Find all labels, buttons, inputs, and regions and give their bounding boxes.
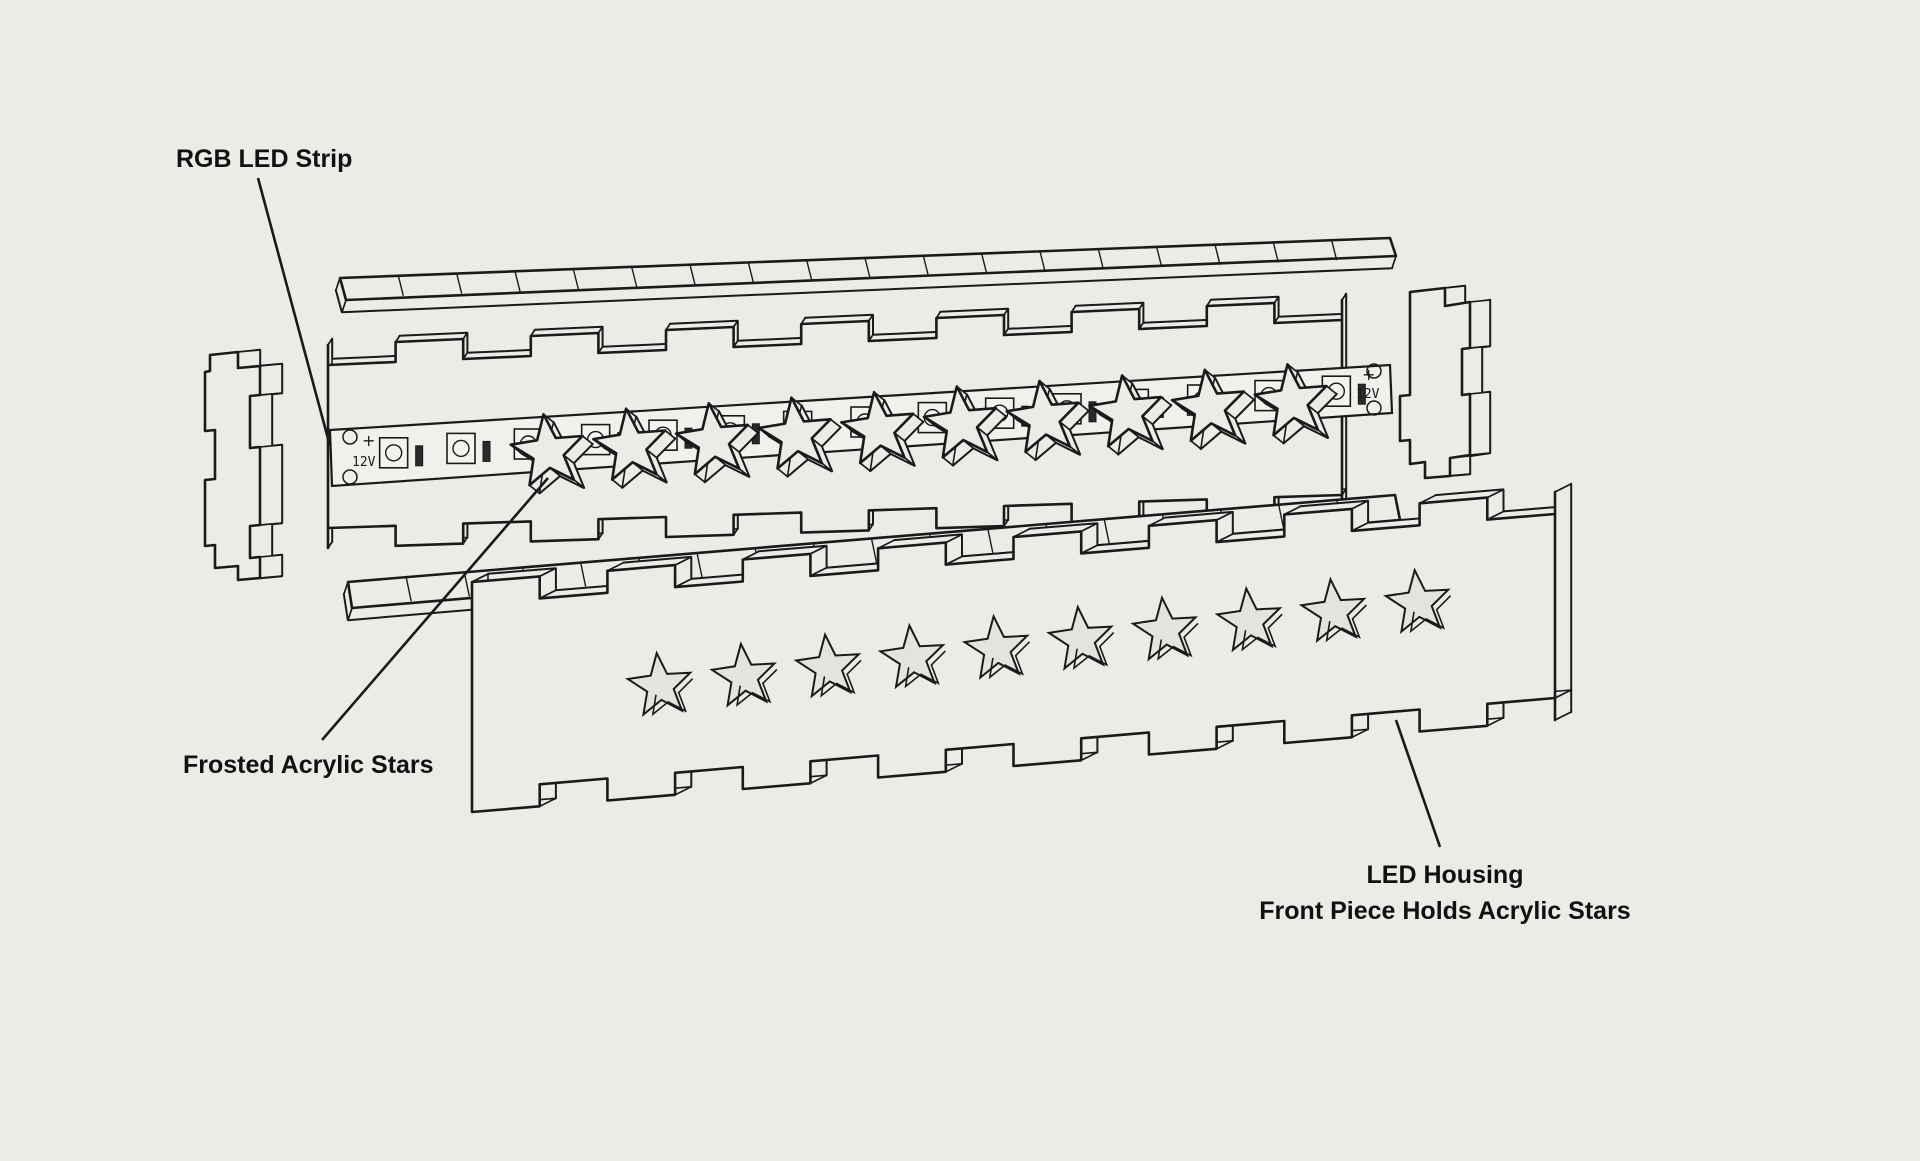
resistor [482,440,491,462]
right-end-edge [1469,299,1491,349]
star-cutout [793,631,862,699]
resistor [1357,383,1366,405]
bottom-bar-slot [696,552,703,578]
solder-pad [342,429,358,445]
right-end-edge [1461,346,1483,396]
label-frosted-acrylic-stars: Frosted Acrylic Stars [183,751,434,779]
solder-pad [1366,400,1382,416]
strip-voltage-left: 12V [352,455,376,470]
bottom-bar-slot [870,538,878,563]
top-bar-slot [572,268,580,290]
top-bar-slot [980,253,988,274]
top-bar-slot [1214,244,1221,265]
led-lens [452,439,470,458]
label-led-housing: LED Housing Front Piece Holds Acrylic St… [1245,857,1645,930]
strip-voltage-right: 12V [1356,387,1380,402]
star-cutout [1046,604,1114,671]
label-rgb-led-strip: RGB LED Strip [176,145,353,173]
acrylic-star-face [840,390,915,465]
leader-lines [256,177,1442,848]
housing-right-end-piece [1398,284,1492,480]
front-panel-edge [1554,483,1572,721]
acrylic-star-face [592,407,667,481]
right-end-edge [1469,391,1491,456]
solder-pad [1366,363,1382,379]
acrylic-star-face [1170,368,1246,443]
top-bar-slot [922,255,930,276]
leader-led-housing [1394,719,1442,848]
top-bar-slot [689,264,696,285]
led-chip [378,436,409,469]
star-cutout-wall [820,659,862,698]
strip-plus: + [362,431,375,450]
star-cutout-wall [1241,613,1283,652]
top-bar-slot [864,257,871,279]
strip-plus-right: + [1362,365,1375,384]
left-end-edge [249,393,273,449]
top-bar-slot [805,260,813,281]
star-cutout [961,613,1030,681]
acrylic-star-face [509,412,584,487]
left-end-edge [259,363,283,396]
acrylic-star-face [1005,379,1080,454]
star-cutout [877,622,946,690]
acrylic-star-face [1253,362,1328,437]
bottom-bar-slot [405,577,412,602]
acrylic-star-face [674,401,750,476]
housing-top-bar [334,236,1398,314]
bottom-bar-slot [463,572,471,597]
star-cutout [1130,594,1199,662]
frosted-acrylic-stars [509,362,1338,495]
star-cutout-wall [1072,632,1115,671]
star-cutout-wall [1325,604,1367,643]
front-panel-face [470,490,1557,814]
star-cutout [1214,585,1283,653]
top-bar-slot [1039,251,1046,272]
star-cutout-wall [1409,595,1452,634]
label-led-housing-title: LED Housing [1366,861,1524,889]
acrylic-star-face [1088,374,1163,448]
top-bar-slot [455,273,463,294]
right-end-face [1398,286,1472,480]
label-led-housing-subtitle: Front Piece Holds Acrylic Stars [1259,897,1631,926]
top-bar-slot [1155,246,1163,268]
leader-led-strip [256,177,332,447]
star-cutout [709,641,777,708]
top-bar-slot [1097,248,1105,270]
solder-pad [342,469,358,485]
top-bar-slot [1330,240,1338,261]
left-end-edge [259,554,283,579]
resistor [415,445,424,467]
left-end-face [203,350,262,582]
top-bar-slot [397,275,405,296]
left-end-edge [259,444,283,526]
housing-front-panel [470,482,1573,814]
star-cutout [1298,576,1367,644]
star-cutout-wall [1157,622,1199,661]
bottom-bar-slot [987,528,994,553]
acrylic-star-face [757,396,832,470]
star-cutout-wall [735,668,778,707]
top-bar-slot [747,262,755,283]
left-end-edge [249,523,273,559]
top-bar-slot [514,271,521,292]
star-cutout-wall [988,641,1031,680]
led-chip [446,432,476,465]
star-cutout-wall [904,650,946,689]
top-bar-slot [1272,242,1280,263]
top-bar-slot [630,266,638,288]
star-cutout-wall [651,678,694,717]
led-lens [384,444,403,462]
leader-acrylic-stars [321,477,549,741]
star-cutout [625,650,693,717]
bottom-bar-slot [1277,504,1285,529]
bottom-bar-slot [579,562,587,587]
star-cutout [1383,567,1451,634]
bottom-bar-slot [1103,519,1110,544]
right-end-edge [1449,455,1471,477]
acrylic-star-face [922,385,998,459]
housing-left-end-piece [203,348,284,582]
